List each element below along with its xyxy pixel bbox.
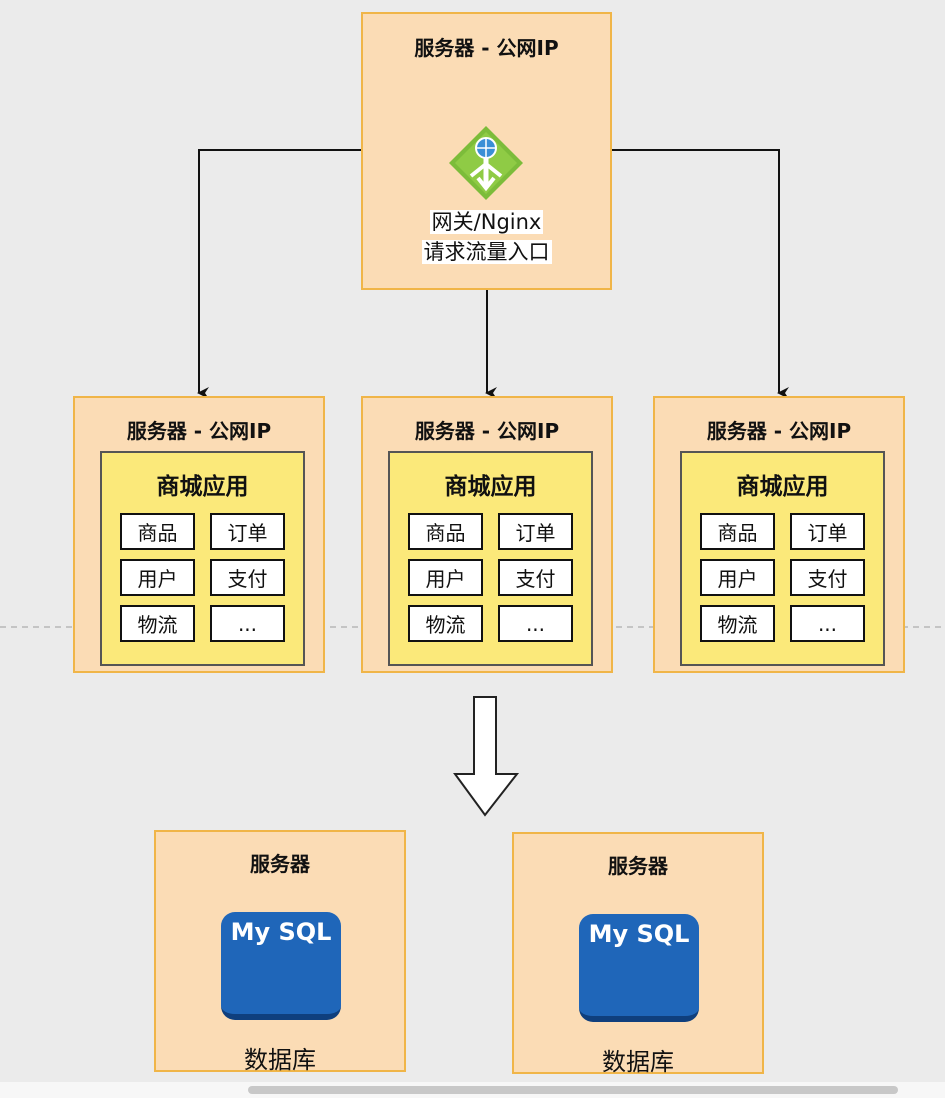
big-down-arrow — [453, 696, 520, 817]
app-server-title: 服务器 - 公网IP — [126, 419, 272, 443]
arrow-to-right-server — [611, 149, 789, 399]
app-server-3: 服务器 - 公网IP 商城应用 商品 订单 用户 支付 物流 ... — [653, 396, 905, 673]
gateway-label-line1: 网关/Nginx — [429, 210, 544, 234]
app-server-2: 服务器 - 公网IP 商城应用 商品 订单 用户 支付 物流 ... — [361, 396, 613, 673]
mall-app: 商城应用 商品 订单 用户 支付 物流 ... — [388, 451, 593, 666]
mysql-logo-text: My SQL — [230, 918, 332, 946]
mall-app: 商城应用 商品 订单 用户 支付 物流 ... — [680, 451, 885, 666]
module-more: ... — [498, 605, 573, 642]
gateway-server: 服务器 - 公网IP 网关/Nginx 请求流量入口 — [361, 12, 612, 290]
module-more: ... — [210, 605, 285, 642]
mysql-icon: My SQL — [221, 912, 341, 1020]
arrow-to-left-server — [197, 149, 361, 399]
gateway-label-line2: 请求流量入口 — [421, 240, 552, 264]
gateway-router-icon — [449, 126, 523, 200]
module-product: 商品 — [408, 513, 483, 550]
module-user: 用户 — [120, 559, 195, 596]
app-server-title: 服务器 - 公网IP — [414, 419, 560, 443]
module-payment: 支付 — [210, 559, 285, 596]
module-order: 订单 — [790, 513, 865, 550]
mall-app-title: 商城应用 — [444, 474, 537, 500]
mall-app-title: 商城应用 — [736, 474, 829, 500]
mall-app-title: 商城应用 — [156, 474, 249, 500]
db-server-title: 服务器 — [250, 852, 310, 876]
mysql-icon: My SQL — [579, 914, 699, 1022]
horizontal-scrollbar[interactable] — [248, 1086, 898, 1094]
db-label: 数据库 — [602, 1048, 674, 1076]
app-server-1: 服务器 - 公网IP 商城应用 商品 订单 用户 支付 物流 ... — [73, 396, 325, 673]
module-payment: 支付 — [498, 559, 573, 596]
module-payment: 支付 — [790, 559, 865, 596]
module-user: 用户 — [408, 559, 483, 596]
module-product: 商品 — [700, 513, 775, 550]
app-server-title: 服务器 - 公网IP — [706, 419, 852, 443]
module-product: 商品 — [120, 513, 195, 550]
db-label: 数据库 — [244, 1046, 316, 1074]
module-more: ... — [790, 605, 865, 642]
module-order: 订单 — [498, 513, 573, 550]
db-server-title: 服务器 — [608, 854, 668, 878]
module-logistics: 物流 — [120, 605, 195, 642]
gateway-server-title: 服务器 - 公网IP — [414, 36, 559, 60]
module-user: 用户 — [700, 559, 775, 596]
module-logistics: 物流 — [700, 605, 775, 642]
mall-app: 商城应用 商品 订单 用户 支付 物流 ... — [100, 451, 305, 666]
db-server-2: 服务器 My SQL 数据库 — [512, 832, 764, 1076]
db-server-1: 服务器 My SQL 数据库 — [154, 830, 406, 1074]
mysql-logo-text: My SQL — [588, 920, 690, 948]
module-logistics: 物流 — [408, 605, 483, 642]
module-order: 订单 — [210, 513, 285, 550]
